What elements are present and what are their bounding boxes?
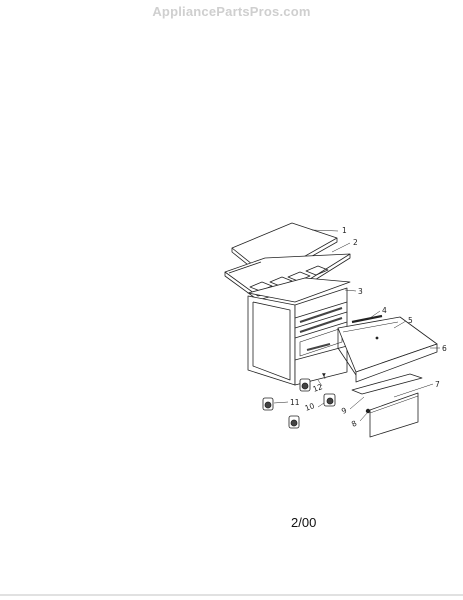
callout-11: 11	[290, 398, 300, 407]
callout-labels: 1 2 3 4 5 6 7 8 9 10 11 12 ▾	[290, 226, 447, 429]
watermark: AppliancePartsPros.com	[152, 4, 311, 19]
part-cabinet-body	[247, 277, 351, 386]
part-caster-rear	[288, 415, 300, 429]
callout-8: 8	[350, 419, 358, 429]
callout-12: 12	[312, 382, 324, 394]
callout-2: 2	[353, 238, 358, 247]
date-code: 2/00	[291, 515, 316, 530]
callout-6: 6	[442, 344, 447, 353]
callout-3: 3	[358, 287, 363, 296]
callout-small-part: ▾	[322, 370, 326, 379]
callout-7: 7	[435, 380, 440, 389]
leader-lines	[273, 229, 440, 422]
part-drawer	[337, 316, 438, 383]
part-drawer-front	[369, 392, 419, 438]
callout-10: 10	[304, 401, 316, 413]
part-drawer-slide	[306, 314, 383, 351]
part-drawer-liner	[351, 373, 423, 395]
callout-9: 9	[340, 406, 348, 416]
part-caster-12	[299, 378, 311, 392]
callout-1: 1	[342, 226, 347, 235]
part-caster-11	[262, 397, 274, 411]
part-caster-10	[323, 393, 336, 407]
callout-4: 4	[382, 306, 387, 315]
callout-5: 5	[408, 316, 413, 325]
part-screw	[365, 408, 371, 414]
